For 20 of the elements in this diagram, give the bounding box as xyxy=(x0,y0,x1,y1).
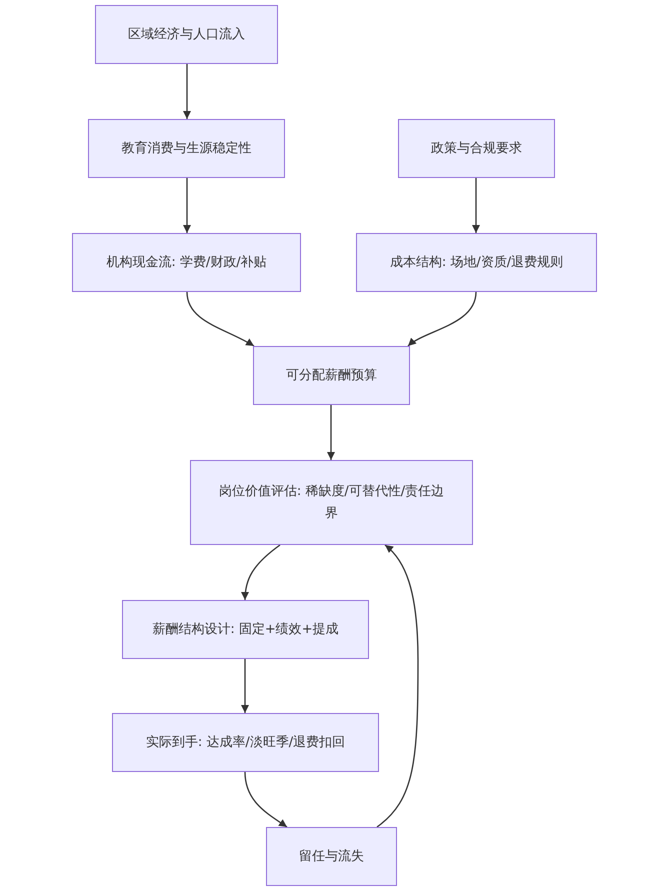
arrow xyxy=(183,178,191,233)
arrow xyxy=(244,772,288,828)
arrow xyxy=(472,178,480,233)
arrow xyxy=(186,292,254,347)
arrow xyxy=(376,544,419,828)
process-box: 政策与合规要求 xyxy=(398,119,555,178)
process-box: 教育消费与生源稳定性 xyxy=(88,119,285,178)
process-box: 可分配薪酬预算 xyxy=(253,346,410,405)
process-box: 留任与流失 xyxy=(266,827,397,886)
process-box: 实际到手: 达成率/淡旺季/退费扣回 xyxy=(112,713,379,772)
process-box: 机构现金流: 学费/财政/补贴 xyxy=(72,233,301,292)
arrow xyxy=(183,64,191,119)
arrow xyxy=(327,405,335,460)
process-box: 薪酬结构设计: 固定+绩效+提成 xyxy=(122,600,369,659)
process-box: 岗位价值评估: 稀缺度/可替代性/责任边界 xyxy=(190,460,473,545)
process-box: 区域经济与人口流入 xyxy=(95,5,278,64)
arrow xyxy=(241,659,249,713)
arrow xyxy=(241,544,280,600)
arrow xyxy=(408,292,477,347)
process-box: 成本结构: 场地/资质/退费规则 xyxy=(356,233,597,292)
